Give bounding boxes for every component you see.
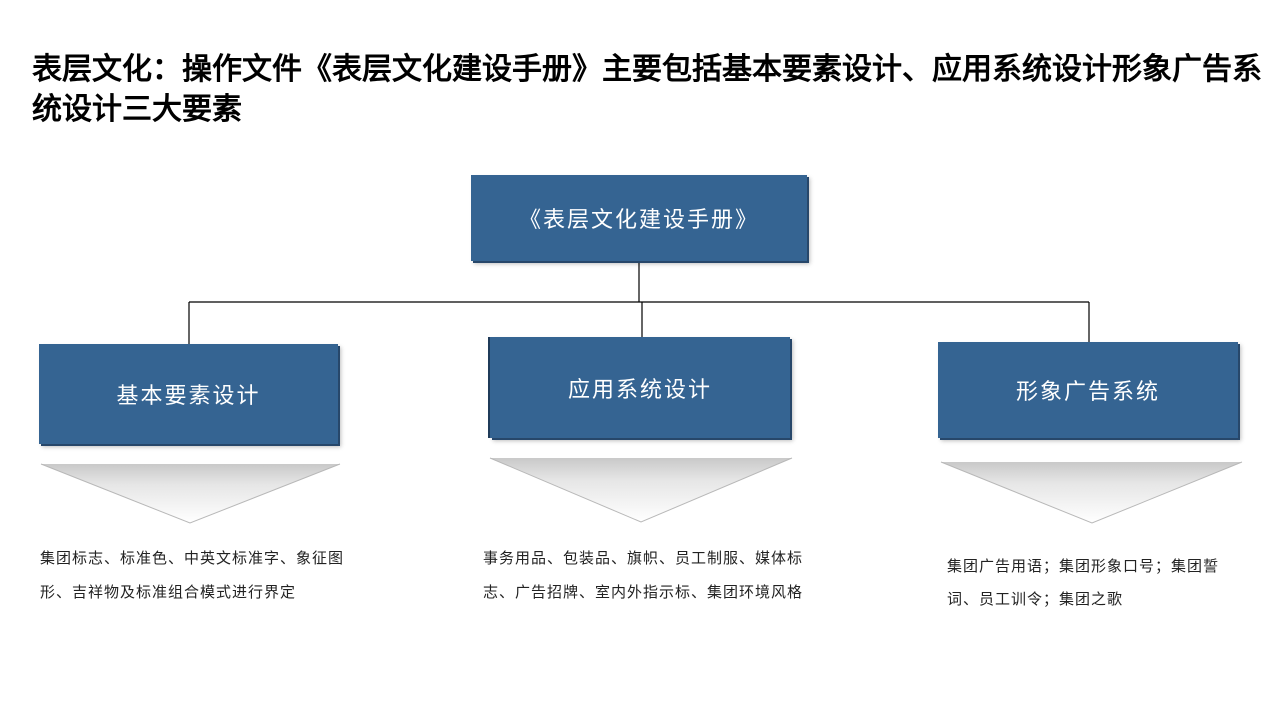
- root-node-label: 《表层文化建设手册》: [518, 208, 759, 233]
- root-node: 《表层文化建设手册》: [471, 175, 807, 261]
- branch-node-image-advertising: 形象广告系统: [938, 342, 1238, 438]
- branch-node-label: 应用系统设计: [567, 377, 712, 403]
- funnel-arrow-right: [940, 461, 1243, 524]
- branch-description-application-system: 事务用品、包装品、旗帜、员工制服、媒体标志、广告招牌、室内外指示标、集团环境风格: [483, 549, 804, 601]
- slide-title: 表层文化：操作文件《表层文化建设手册》主要包括基本要素设计、应用系统设计形象广告…: [32, 52, 1262, 127]
- branch-description-basic-elements: 集团标志、标准色、中英文标准字、象征图形、吉祥物及标准组合模式进行界定: [40, 549, 345, 601]
- branch-node-label: 基本要素设计: [116, 384, 261, 409]
- funnel-arrow-left: [40, 463, 341, 524]
- branch-node-application-system: 应用系统设计: [490, 337, 790, 438]
- branch-description-image-advertising: 集团广告用语；集团形象口号；集团誓词、员工训令；集团之歌: [947, 557, 1220, 608]
- funnel-arrow-middle: [489, 457, 793, 523]
- branch-node-label: 形象广告系统: [1015, 380, 1160, 405]
- branch-node-basic-elements: 基本要素设计: [39, 344, 338, 444]
